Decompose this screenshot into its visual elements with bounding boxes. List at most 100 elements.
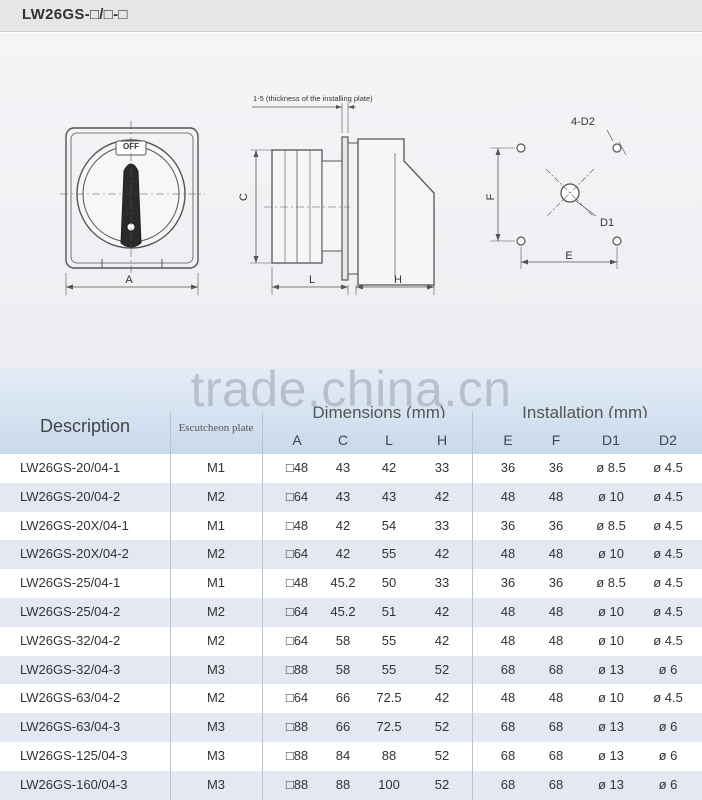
cell-escutcheon: M3 [206, 661, 226, 677]
cell-escutcheon: M2 [206, 632, 226, 648]
cell-a: □48 [285, 460, 309, 475]
cell-a: □88 [285, 719, 309, 735]
cell-description: LW26GS-63/04-2 [20, 690, 121, 706]
cell-d2: ø 6 [658, 719, 678, 735]
side-view [250, 103, 435, 295]
cell-description: LW26GS-63/04-3 [20, 719, 121, 735]
watermark: trade.china.cn [190, 361, 512, 417]
cell-l: 55 [381, 661, 397, 677]
cell-c: 43 [335, 460, 351, 475]
table-row: LW26GS-32/04-3 M3 □88 58 55 52 68 68 ø 1… [0, 655, 702, 685]
cell-f: 68 [548, 747, 564, 763]
label-e: E [565, 250, 572, 262]
cell-d2: ø 4.5 [653, 517, 683, 533]
column-divider [170, 412, 171, 800]
cell-e: 68 [500, 661, 516, 677]
cell-d2: ø 4.5 [653, 603, 683, 619]
cell-f: 36 [548, 460, 564, 475]
cell-escutcheon: M2 [206, 690, 226, 706]
cell-d2: ø 6 [658, 776, 678, 792]
col-f-header: F [551, 432, 561, 448]
col-escutcheon-header: Escutcheon plate [178, 422, 254, 434]
col-d2-header: D2 [659, 432, 677, 448]
cell-e: 36 [500, 460, 516, 475]
cell-c: 58 [335, 632, 351, 648]
cell-f: 48 [548, 690, 564, 706]
cell-a: □64 [285, 632, 309, 648]
cell-e: 36 [500, 517, 516, 533]
table-row: LW26GS-63/04-3 M3 □88 66 72.5 52 68 68 ø… [0, 713, 702, 742]
cell-escutcheon: M3 [206, 719, 226, 735]
label-d1: D1 [600, 217, 614, 229]
cell-f: 36 [548, 575, 564, 591]
table-header [0, 368, 702, 454]
cell-e: 48 [500, 632, 516, 648]
cell-escutcheon: M2 [206, 488, 226, 504]
cell-f: 48 [548, 603, 564, 619]
side-knob [357, 138, 435, 286]
cell-c: 42 [335, 546, 351, 562]
cell-description: LW26GS-125/04-3 [20, 747, 128, 763]
cell-d1: ø 10 [597, 546, 624, 562]
cell-d2: ø 4.5 [653, 690, 683, 706]
cell-description: LW26GS-160/04-3 [20, 776, 128, 792]
mount-hole [516, 236, 526, 246]
cell-h: 42 [434, 603, 450, 619]
label-d2: 4-D2 [571, 116, 595, 128]
cell-l: 54 [381, 517, 397, 533]
cell-a: □64 [285, 546, 309, 562]
cell-a: □64 [285, 488, 309, 504]
cell-h: 33 [434, 575, 450, 591]
col-d1-header: D1 [602, 432, 620, 448]
cell-escutcheon: M1 [206, 517, 226, 533]
cell-h: 33 [434, 460, 450, 475]
cell-c: 88 [335, 776, 351, 792]
front-outer-plate [65, 127, 199, 269]
cell-h: 42 [434, 632, 450, 648]
cell-h: 42 [434, 488, 450, 504]
mount-hole [612, 143, 622, 153]
cell-f: 48 [548, 546, 564, 562]
cell-d1: ø 13 [597, 747, 624, 763]
cell-d1: ø 8.5 [596, 575, 626, 591]
cell-d1: ø 8.5 [596, 517, 626, 533]
cell-e: 68 [500, 719, 516, 735]
cell-c: 58 [335, 661, 351, 677]
cell-f: 68 [548, 776, 564, 792]
label-h: H [394, 274, 402, 286]
off-label: OFF [123, 142, 139, 151]
cell-a: □64 [285, 690, 309, 706]
cell-h: 42 [434, 546, 450, 562]
spec-table: trade.china.cn Dimensions (mm) Installat… [0, 361, 702, 800]
cell-a: □88 [285, 747, 309, 763]
cell-f: 48 [548, 488, 564, 504]
cell-h: 42 [434, 690, 450, 706]
table-row: LW26GS-20/04-2 M2 □64 43 43 42 48 48 ø 1… [0, 482, 702, 512]
cell-l: 43 [381, 488, 397, 504]
label-c: C [238, 193, 250, 201]
cell-a: □48 [285, 575, 309, 591]
label-f: F [485, 193, 497, 200]
table-row: LW26GS-20X/04-1 M1 □48 42 54 33 36 36 ø … [0, 511, 702, 541]
cell-l: 88 [381, 747, 397, 763]
cell-d2: ø 6 [658, 661, 678, 677]
cell-l: 50 [381, 575, 397, 591]
cell-d2: ø 4.5 [653, 488, 683, 504]
cell-a: □88 [285, 661, 309, 677]
cell-f: 48 [548, 632, 564, 648]
col-e-header: E [503, 432, 513, 448]
col-description-header: Description [39, 416, 131, 436]
cell-e: 48 [500, 546, 516, 562]
cell-c: 43 [335, 488, 351, 504]
cell-d1: ø 10 [597, 488, 624, 504]
mount-hole [612, 236, 622, 246]
cell-l: 72.5 [376, 719, 402, 735]
cell-h: 52 [434, 661, 450, 677]
cell-c: 66 [335, 719, 351, 735]
cell-h: 33 [434, 517, 450, 533]
cell-c: 42 [335, 517, 351, 533]
page-title: LW26GS-□/□-□ [22, 6, 128, 23]
table-body: LW26GS-20/04-1 M1 □48 43 42 33 36 36 ø 8… [0, 454, 702, 800]
cell-l: 55 [381, 546, 397, 562]
cell-description: LW26GS-25/04-1 [20, 575, 121, 591]
